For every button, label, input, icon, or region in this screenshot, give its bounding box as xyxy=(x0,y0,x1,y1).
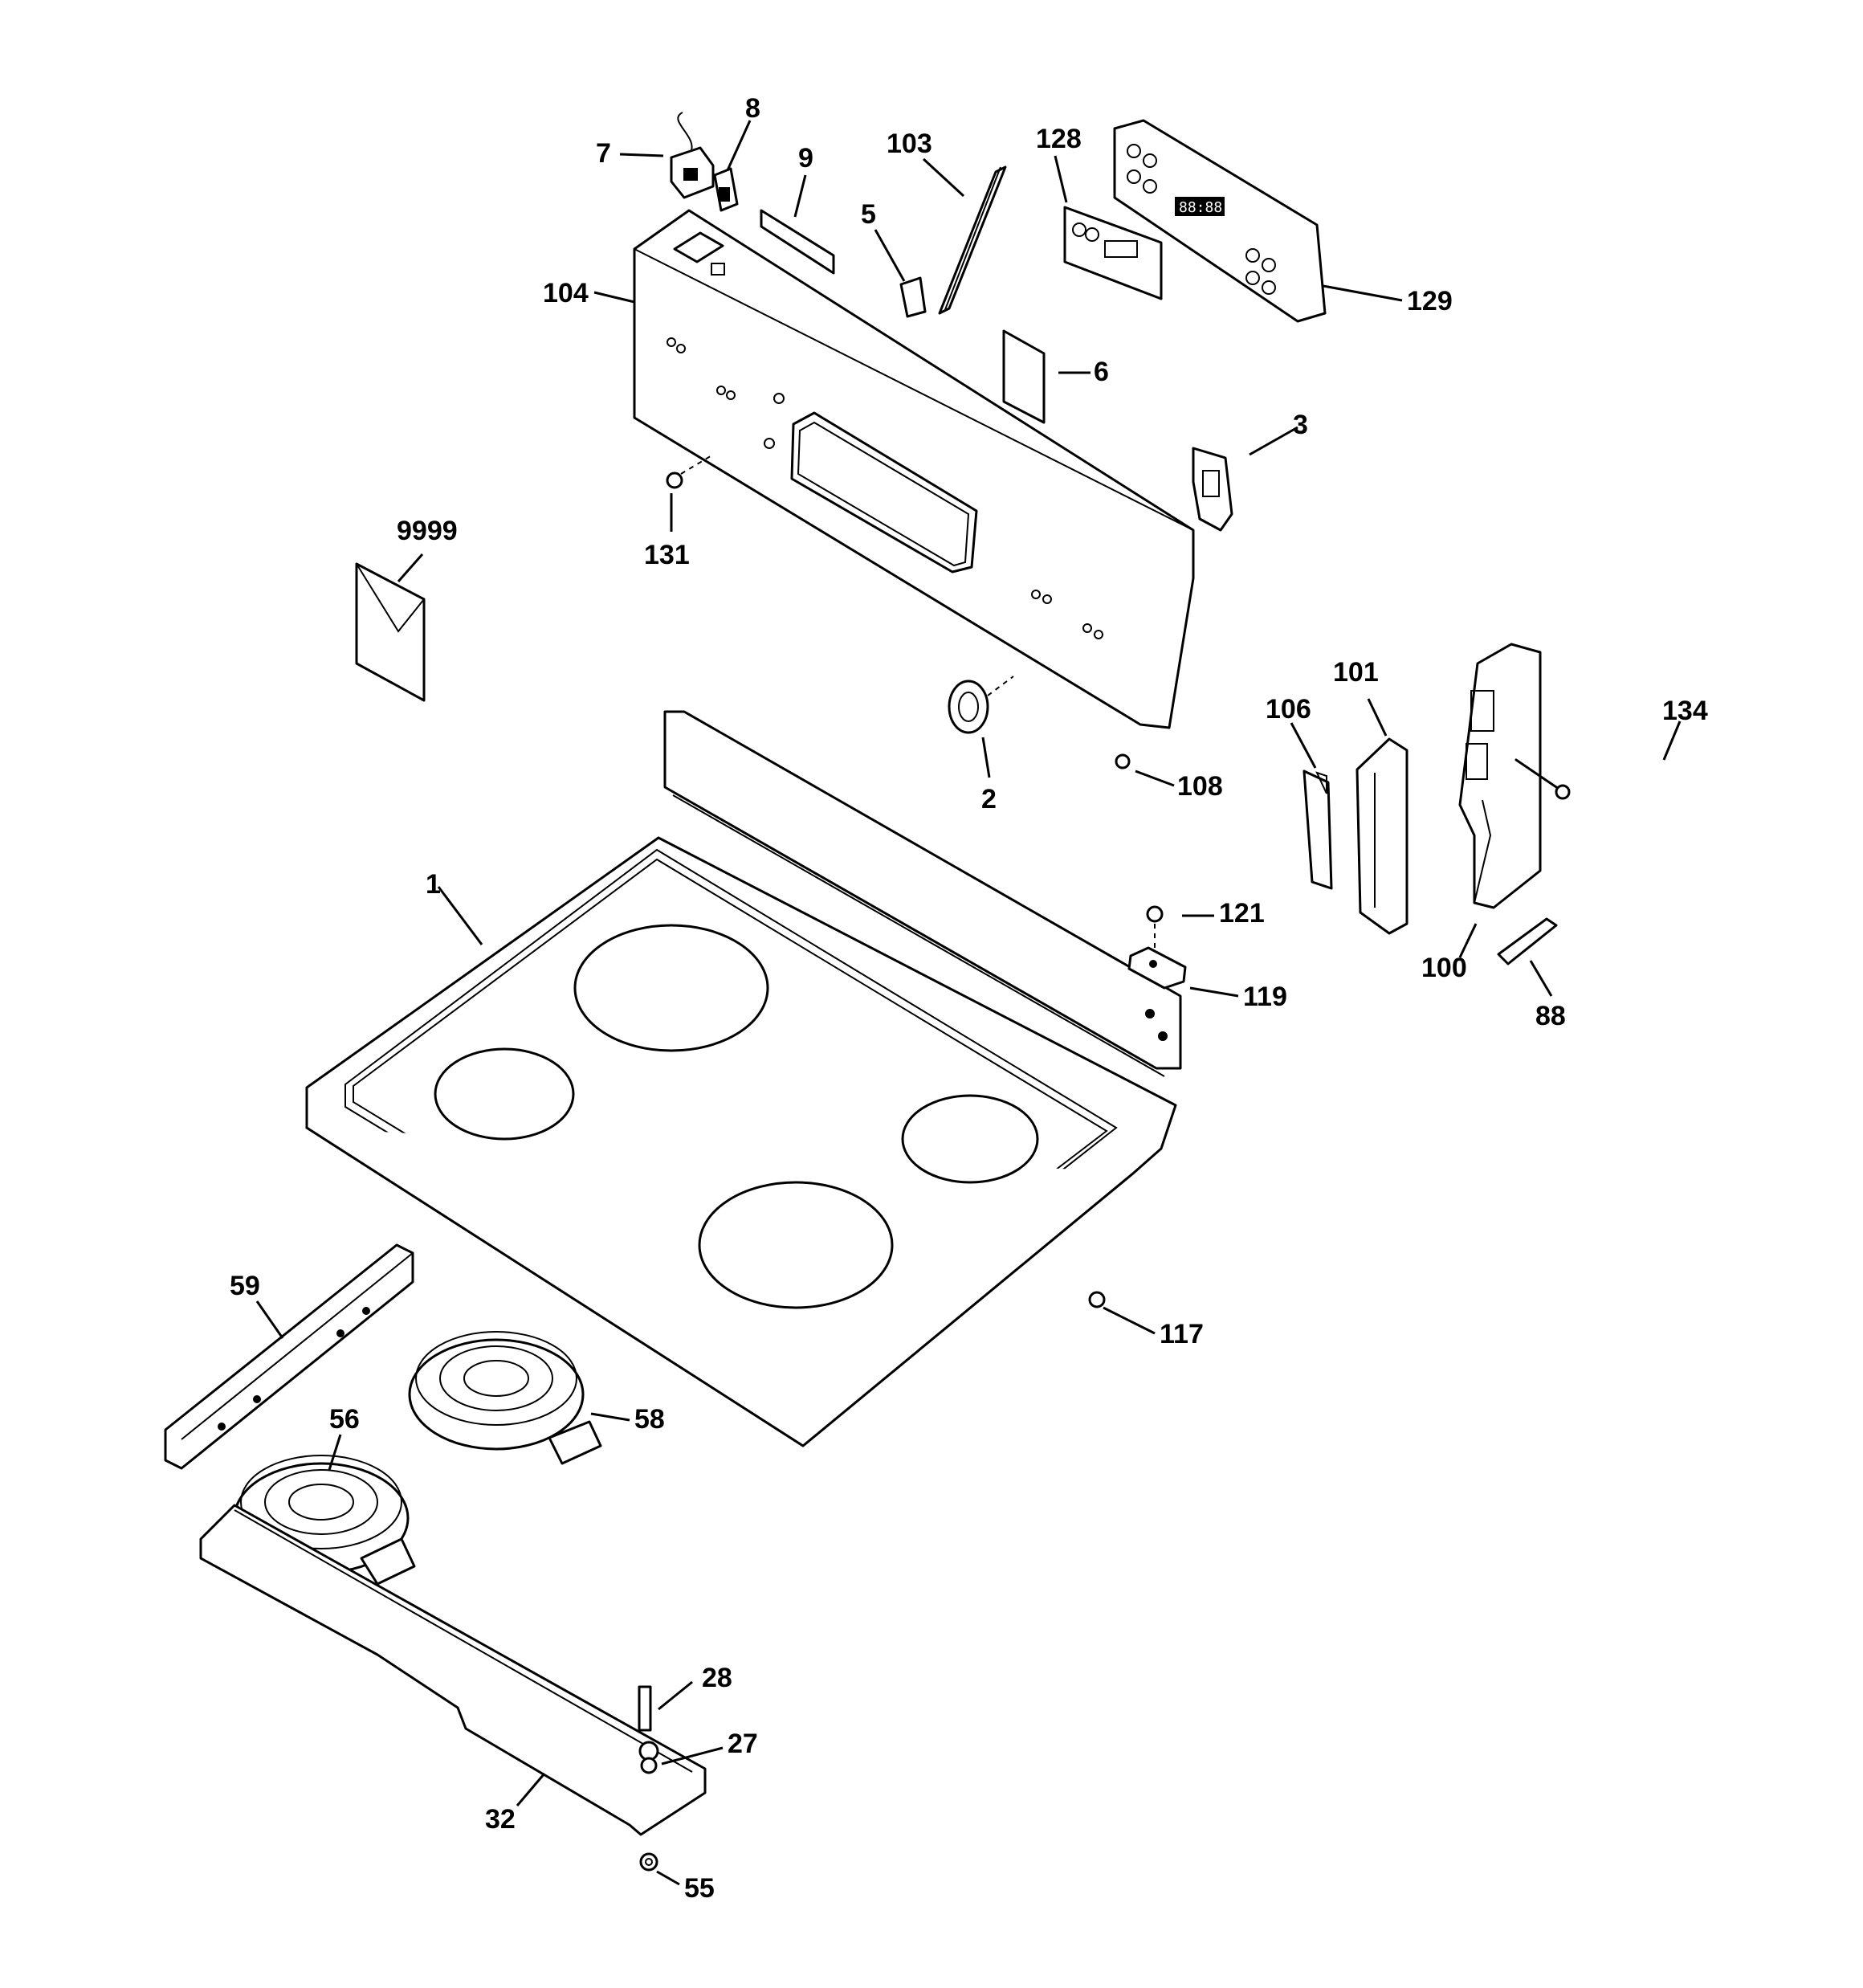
callout-7: 7 xyxy=(596,138,611,169)
part-134-screw xyxy=(1514,758,1571,800)
callout-56: 56 xyxy=(329,1404,360,1435)
part-2-knob xyxy=(948,676,1014,734)
callout-103: 103 xyxy=(887,129,932,159)
part-88-strip xyxy=(1497,917,1558,965)
callout-129: 129 xyxy=(1407,286,1453,316)
callout-9999: 9999 xyxy=(397,516,458,546)
callout-134: 134 xyxy=(1662,696,1708,726)
part-101-bracket xyxy=(1355,737,1408,935)
callout-27: 27 xyxy=(728,1729,758,1759)
part-58-element xyxy=(408,1331,602,1465)
callout-58: 58 xyxy=(634,1404,665,1435)
part-106-bracket xyxy=(1302,769,1333,890)
part-131-screw xyxy=(666,454,714,489)
callout-101: 101 xyxy=(1333,657,1379,688)
callout-117: 117 xyxy=(1160,1319,1204,1349)
callout-labels: 7 8 9 103 128 5 104 129 6 3 131 9999 2 1… xyxy=(230,93,1708,1904)
callout-2: 2 xyxy=(981,784,997,814)
burner-front-left xyxy=(434,1047,575,1141)
callout-3: 3 xyxy=(1293,410,1308,440)
callout-108: 108 xyxy=(1177,771,1223,802)
part-5-switch xyxy=(899,276,927,318)
callout-8: 8 xyxy=(745,93,760,124)
callout-1: 1 xyxy=(426,869,441,900)
part-119-bracket xyxy=(1127,946,1187,990)
part-7-switch xyxy=(670,112,715,199)
callout-121: 121 xyxy=(1219,898,1265,929)
callout-9: 9 xyxy=(798,143,813,173)
part-9-bracket xyxy=(760,209,835,275)
part-27-fitting xyxy=(638,1741,659,1774)
callout-119: 119 xyxy=(1243,982,1287,1012)
part-128-overlay xyxy=(1063,206,1163,300)
burner-rear-left xyxy=(573,924,769,1052)
part-32-bracket xyxy=(199,1504,707,1836)
backguard-panel xyxy=(633,209,1195,729)
callout-59: 59 xyxy=(230,1271,260,1301)
part-55-nut xyxy=(639,1852,658,1872)
part-6-label xyxy=(1002,329,1046,424)
part-9999-envelope xyxy=(355,562,426,702)
burner-rear-right xyxy=(901,1094,1039,1184)
part-108-screw xyxy=(1115,753,1131,769)
callout-131: 131 xyxy=(644,540,690,570)
part-59-rail xyxy=(164,1243,414,1470)
display-readout: 88:88 xyxy=(1179,199,1222,216)
callout-100: 100 xyxy=(1421,953,1467,983)
callout-5: 5 xyxy=(861,199,876,230)
callout-104: 104 xyxy=(543,278,589,308)
part-129-control-board: 88:88 xyxy=(1113,119,1327,323)
callout-28: 28 xyxy=(702,1663,732,1693)
part-100-side-trim xyxy=(1458,643,1542,909)
callout-leaders xyxy=(255,120,1682,1886)
part-28-stud xyxy=(638,1685,652,1732)
callout-106: 106 xyxy=(1266,694,1311,725)
callout-6: 6 xyxy=(1094,357,1109,387)
burner-front-right xyxy=(698,1181,894,1309)
part-3-relay xyxy=(1192,447,1233,532)
part-103-harness xyxy=(938,165,1007,315)
part-8-light xyxy=(713,167,739,212)
cooktop-glass xyxy=(305,710,1182,1447)
callout-88: 88 xyxy=(1535,1001,1566,1031)
part-117-nut xyxy=(1088,1291,1106,1308)
callout-32: 32 xyxy=(485,1804,516,1835)
callout-55: 55 xyxy=(684,1873,715,1904)
callout-128: 128 xyxy=(1036,124,1082,154)
